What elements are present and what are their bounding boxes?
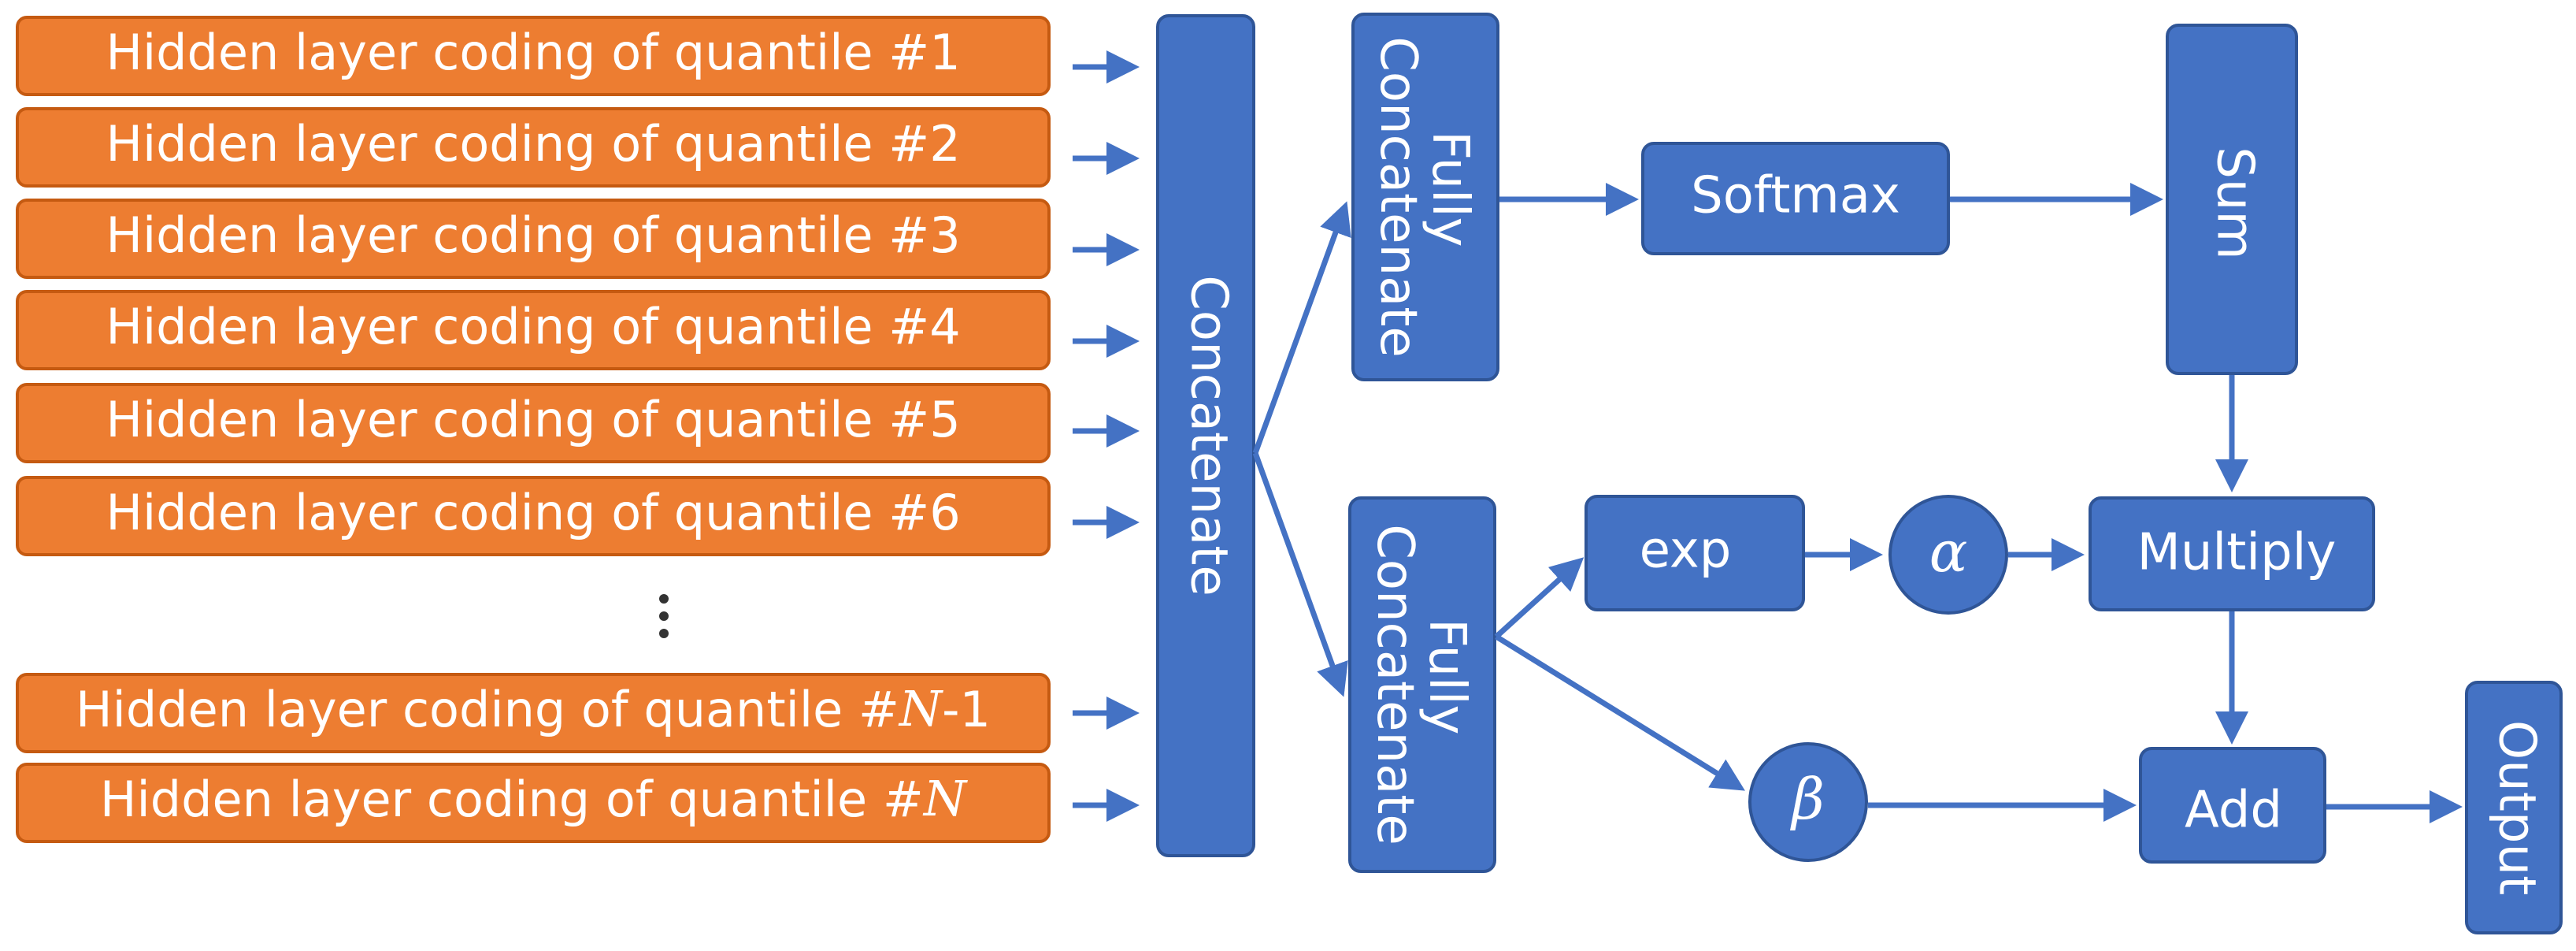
arrow-concat-to-fc-bottom	[1252, 451, 1348, 697]
fc-bottom-line-2: Concatenate	[1366, 524, 1424, 845]
output-label: Output	[2487, 720, 2545, 895]
arrow-fc-bottom-to-exp	[1494, 557, 1585, 639]
output-node: Output	[2465, 681, 2563, 934]
exp-node: exp	[1585, 495, 1805, 611]
quantile-label-n-minus-1: Hidden layer coding of quantile #N-1	[76, 680, 991, 738]
fc-top-line-1: Fully	[1421, 131, 1479, 247]
quantile-box-2: Hidden layer coding of quantile #2	[16, 107, 1051, 188]
alpha-node: α	[1888, 495, 2008, 615]
quantile-box-6: Hidden layer coding of quantile #6	[16, 476, 1051, 556]
quantile-label-5: Hidden layer coding of quantile #5	[106, 391, 960, 448]
quantile-label-3: Hidden layer coding of quantile #3	[106, 206, 960, 264]
svg-text:Fully Concatenate: Fully Concatenate	[1366, 524, 1476, 845]
multiply-label: Multiply	[2137, 524, 2337, 582]
quantile-label-1: Hidden layer coding of quantile #1	[106, 24, 960, 81]
quantile-label-2: Hidden layer coding of quantile #2	[106, 115, 960, 173]
quantile-label-4: Hidden layer coding of quantile #4	[106, 298, 960, 355]
svg-text:Fully Concatenate: Fully Concatenate	[1369, 36, 1479, 358]
quantile-box-n-minus-1: Hidden layer coding of quantile #N-1	[16, 673, 1051, 753]
quantile-box-n: Hidden layer coding of quantile #N	[16, 763, 1051, 843]
sum-node: Sum	[2166, 24, 2298, 375]
softmax-label: Softmax	[1691, 167, 1900, 225]
beta-label: β	[1789, 766, 1825, 832]
alpha-label: α	[1929, 518, 1968, 585]
exp-label: exp	[1640, 522, 1732, 580]
add-label: Add	[2185, 782, 2282, 840]
quantile-box-4: Hidden layer coding of quantile #4	[16, 290, 1051, 370]
fully-concatenate-bottom-node: Fully Concatenate	[1348, 496, 1496, 873]
arrow-fc-bottom-to-beta	[1495, 634, 1745, 791]
beta-node: β	[1748, 742, 1868, 862]
arrow-concat-to-fc-top	[1252, 201, 1351, 455]
fc-bottom-line-1: Fully	[1418, 619, 1476, 734]
quantile-box-1: Hidden layer coding of quantile #1	[16, 16, 1051, 96]
sum-label: Sum	[2205, 147, 2263, 260]
quantile-box-3: Hidden layer coding of quantile #3	[16, 199, 1051, 279]
quantile-box-5: Hidden layer coding of quantile #5	[16, 383, 1051, 463]
multiply-node: Multiply	[2089, 496, 2375, 611]
fc-top-line-2: Concatenate	[1369, 36, 1427, 358]
quantile-label-n: Hidden layer coding of quantile #N	[100, 770, 969, 828]
vertical-ellipsis-icon	[659, 594, 669, 638]
add-node: Add	[2139, 747, 2326, 864]
fully-concatenate-top-node: Fully Concatenate	[1351, 13, 1499, 381]
quantile-arrows	[1073, 50, 1140, 822]
quantile-label-6: Hidden layer coding of quantile #6	[106, 484, 960, 541]
concatenate-node: Concatenate	[1156, 14, 1255, 857]
softmax-node: Softmax	[1641, 142, 1950, 255]
concatenate-label: Concatenate	[1179, 275, 1237, 596]
